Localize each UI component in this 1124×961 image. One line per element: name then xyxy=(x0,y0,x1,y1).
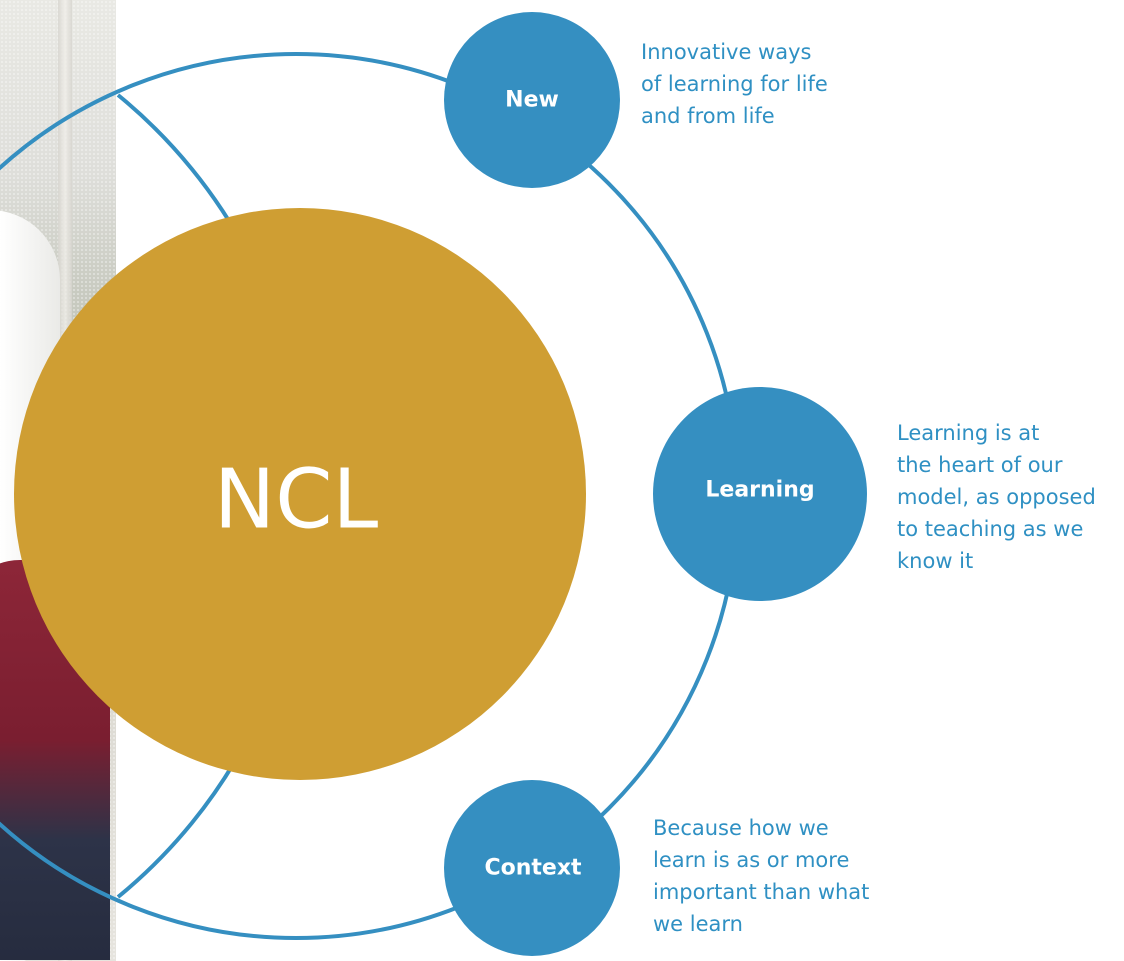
description-line: know it xyxy=(897,549,974,573)
description-line: to teaching as we xyxy=(897,517,1084,541)
description-line: we learn xyxy=(653,912,743,936)
node-learning-description: Learning is at the heart of our model, a… xyxy=(897,417,1096,577)
center-circle xyxy=(14,208,586,780)
center-label: NCL xyxy=(213,452,379,548)
node-context-circle xyxy=(444,780,620,956)
description-line: Innovative ways xyxy=(641,40,812,64)
node-context-description: Because how we learn is as or more impor… xyxy=(653,812,869,940)
node-context-label: Context xyxy=(484,855,582,881)
description-line: Because how we xyxy=(653,816,829,840)
node-new-description: Innovative ways of learning for life and… xyxy=(641,36,828,132)
description-line: learn is as or more xyxy=(653,848,850,872)
node-learning-label: Learning xyxy=(705,477,815,503)
description-line: and from life xyxy=(641,104,775,128)
description-line: of learning for life xyxy=(641,72,828,96)
description-line: important than what xyxy=(653,880,870,904)
node-new-label: New xyxy=(505,87,559,113)
description-line: the heart of our xyxy=(897,453,1063,477)
node-learning-circle xyxy=(653,387,867,601)
description-line: model, as opposed xyxy=(897,485,1096,509)
description-line: Learning is at xyxy=(897,421,1040,445)
node-new-circle xyxy=(444,12,620,188)
